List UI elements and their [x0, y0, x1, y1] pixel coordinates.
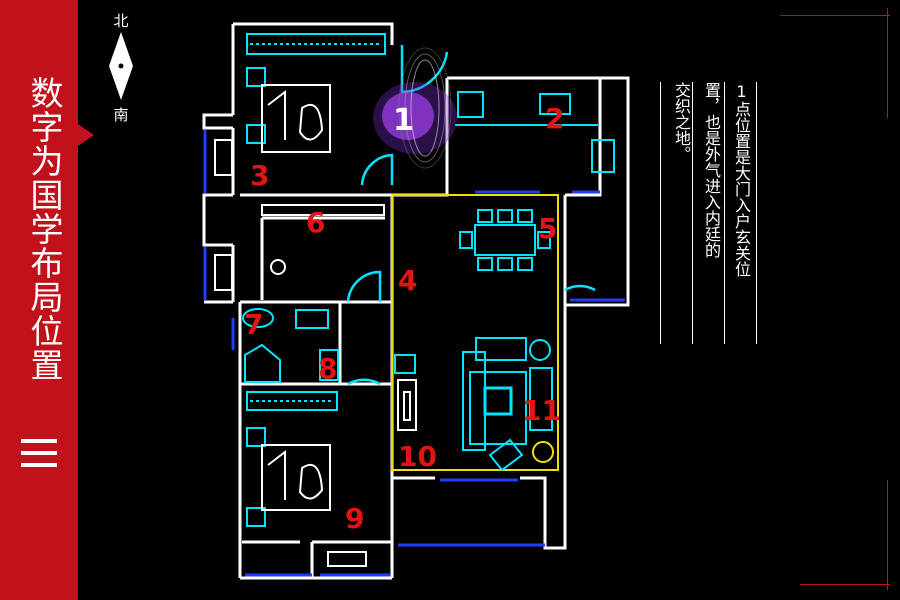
note-divider-1: [756, 82, 757, 344]
corner-bottom-line: [800, 584, 890, 585]
note-line-3: 交织之地。: [672, 82, 691, 162]
position-label-4: 4: [398, 264, 417, 297]
position-label-6: 6: [306, 206, 325, 239]
bed-bottom: [261, 444, 331, 511]
kitchen-fixtures: [455, 91, 615, 173]
position-label-1: 1: [393, 103, 414, 138]
bathroom-fixtures: [242, 308, 339, 383]
position-label-10: 10: [398, 440, 437, 473]
note-line-2: 置，也是外气进入内廷的: [702, 82, 721, 258]
sofa-set: [462, 337, 554, 472]
position-label-7: 7: [244, 308, 263, 341]
compass-needle-icon: [109, 32, 133, 100]
corridor-fixtures: [394, 354, 417, 431]
position-label-9: 9: [345, 502, 364, 535]
corner-top-right: [887, 8, 888, 118]
section-three-mark: [21, 436, 57, 470]
dining-table: [459, 209, 551, 271]
compass: 北 南: [104, 8, 138, 128]
windows: [203, 130, 625, 577]
bedroom-bottom-furniture: [246, 391, 338, 527]
position-label-8: 8: [318, 352, 337, 385]
bed-top: [261, 84, 331, 153]
corner-top-line: [780, 15, 890, 16]
sidebar-arrow: [78, 124, 94, 146]
note-divider-3: [692, 82, 693, 344]
note-line-1: 1点位置是大门入户玄关位: [732, 82, 751, 277]
position-label-3: 3: [250, 159, 269, 192]
position-label-11: 11: [522, 394, 561, 427]
compass-north-label: 北: [113, 12, 129, 30]
position-label-5: 5: [538, 212, 557, 245]
note-divider-2: [724, 82, 725, 344]
sidebar-title: 数字为国学布局位置: [25, 76, 64, 382]
compass-south-label: 南: [113, 106, 129, 124]
entrance-marker: [373, 47, 457, 169]
left-sidebar: 数字为国学布局位置: [0, 0, 78, 600]
bedroom-top-furniture: [246, 33, 386, 144]
living-room-outline: [391, 194, 559, 471]
position-label-2: 2: [545, 102, 564, 135]
study-room: [261, 204, 385, 275]
note-divider-4: [660, 82, 661, 344]
corner-bottom-right: [887, 480, 888, 590]
doors: [346, 45, 596, 386]
balcony-decor: [214, 139, 367, 567]
